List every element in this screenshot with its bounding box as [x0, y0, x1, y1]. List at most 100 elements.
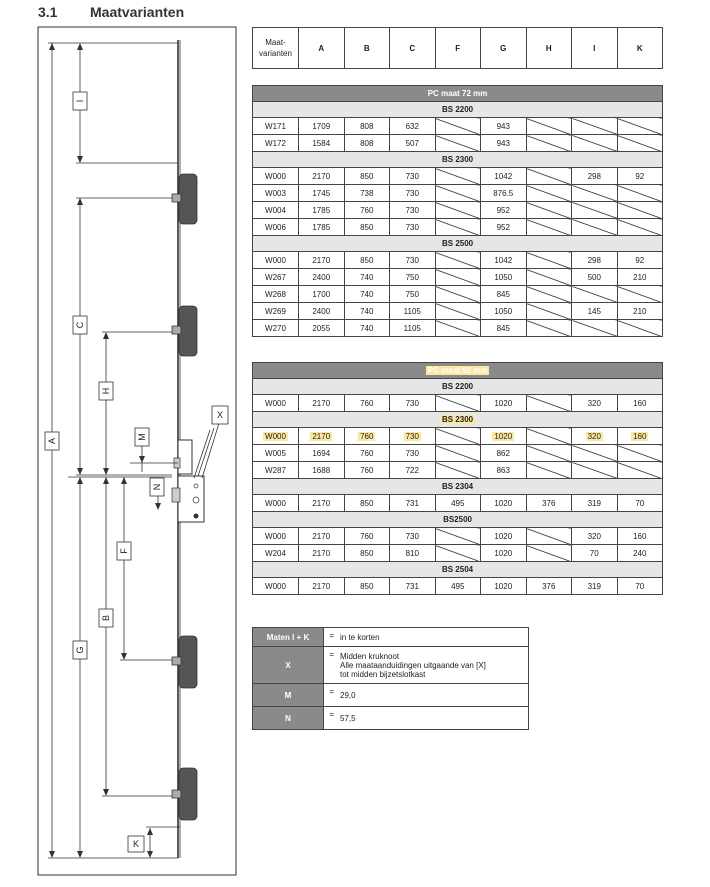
table-cell: W006 [252, 218, 299, 236]
table-cell [616, 444, 664, 462]
table-cell: 760 [343, 461, 390, 479]
table-cell: W000 [252, 427, 299, 445]
table-cell [434, 302, 481, 320]
table-cell [434, 544, 481, 562]
table-cell [434, 201, 481, 219]
table-cell [571, 461, 618, 479]
table-cell: 632 [389, 117, 436, 135]
table-cell: 319 [571, 577, 618, 595]
table-cell: 2170 [298, 544, 345, 562]
group-title: BS 2300 [251, 151, 664, 168]
table-cell: 2170 [298, 427, 345, 445]
label-i: I [75, 100, 85, 103]
table-cell [434, 134, 481, 152]
table-cell: 495 [434, 494, 481, 512]
table-cell: 943 [480, 134, 527, 152]
table-cell [434, 285, 481, 303]
legend-row: Maten I + K=in te korten [252, 627, 529, 647]
table-cell: W268 [252, 285, 299, 303]
table-cell [525, 444, 572, 462]
table-cell: 1020 [480, 427, 527, 445]
legend-row: N=57,5 [252, 706, 529, 730]
table-cell [571, 285, 618, 303]
table-cell [525, 184, 572, 202]
table-cell: 2170 [298, 494, 345, 512]
table-cell: 1020 [480, 544, 527, 562]
header-first-cell: Maat-varianten [252, 27, 299, 69]
header-col: C [389, 27, 436, 69]
table-cell [434, 218, 481, 236]
table-cell: 500 [571, 268, 618, 286]
legend-key: Maten I + K [252, 627, 324, 647]
table-cell: 730 [389, 394, 436, 412]
table-cell [434, 167, 481, 185]
table-cell: 760 [343, 527, 390, 545]
table-cell: 1745 [298, 184, 345, 202]
table-cell: 760 [343, 427, 390, 445]
table-cell: 145 [571, 302, 618, 320]
table-cell: 160 [616, 427, 664, 445]
table-cell: 1042 [480, 167, 527, 185]
table-cell: 740 [343, 319, 390, 337]
table-cell: 863 [480, 461, 527, 479]
header-col: A [298, 27, 345, 69]
legend-row: M=29,0 [252, 683, 529, 707]
table-cell: 298 [571, 251, 618, 269]
table-cell [434, 268, 481, 286]
table-cell: 730 [389, 167, 436, 185]
table-cell: 750 [389, 285, 436, 303]
table-cell: 850 [343, 167, 390, 185]
table-cell [525, 461, 572, 479]
table-cell: 2170 [298, 394, 345, 412]
table-cell: W172 [252, 134, 299, 152]
table-cell [571, 134, 618, 152]
table-cell: 1785 [298, 201, 345, 219]
table-cell: W204 [252, 544, 299, 562]
table-cell: 808 [343, 134, 390, 152]
legend-value: in te korten [336, 627, 529, 647]
table-cell [571, 218, 618, 236]
table-cell: 876.5 [480, 184, 527, 202]
table-cell [434, 427, 481, 445]
column-header-table: Maat-varianten A B C F G H I K [252, 27, 663, 69]
label-b: B [101, 615, 111, 621]
table-cell: 952 [480, 218, 527, 236]
table-cell: 70 [616, 577, 664, 595]
table-cell: 320 [571, 427, 618, 445]
table-cell [525, 268, 572, 286]
table-cell: 1105 [389, 319, 436, 337]
table-cell: 845 [480, 319, 527, 337]
table-cell [434, 251, 481, 269]
table-cell: 2170 [298, 167, 345, 185]
group-title: BS 2504 [251, 561, 664, 578]
table-cell: 70 [616, 494, 664, 512]
table-cell [525, 302, 572, 320]
label-h: H [101, 388, 111, 395]
table-cell [434, 444, 481, 462]
table-cell [616, 218, 664, 236]
group-title: BS2500 [251, 511, 664, 528]
table-cell: 92 [616, 167, 664, 185]
table-cell: W000 [252, 167, 299, 185]
table-cell: 730 [389, 218, 436, 236]
table-cell: 376 [525, 494, 572, 512]
table-cell: 943 [480, 117, 527, 135]
table-cell: 320 [571, 527, 618, 545]
table-cell: 1709 [298, 117, 345, 135]
header-col: G [480, 27, 527, 69]
group-title: BS 2200 [251, 378, 664, 395]
table-cell: 850 [343, 494, 390, 512]
label-x: X [217, 410, 223, 420]
table-cell [616, 285, 664, 303]
table-cell: 740 [343, 268, 390, 286]
label-f: F [119, 548, 129, 554]
